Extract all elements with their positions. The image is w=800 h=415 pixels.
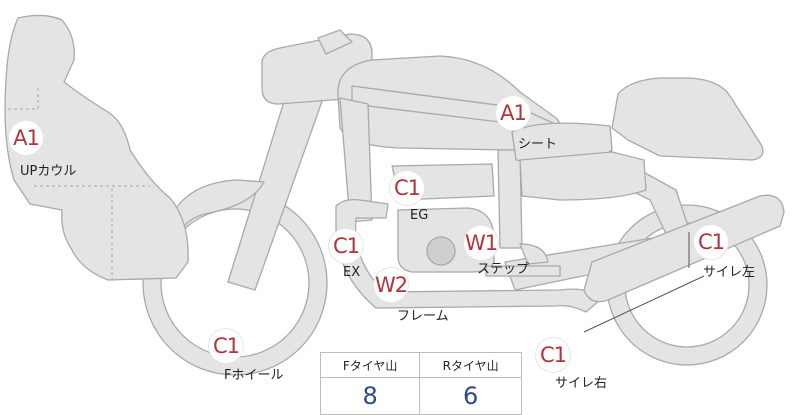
frame-down xyxy=(339,97,373,223)
label-front-wheel: Fホイール xyxy=(224,368,284,383)
label-seat: シート xyxy=(518,137,558,152)
footpeg xyxy=(485,265,561,277)
engine-cover xyxy=(426,236,456,266)
rear-tire-header: Rタイヤ山 xyxy=(419,352,522,378)
grade-badge-muffler-left: C1 xyxy=(694,225,728,259)
step-bracket xyxy=(519,243,549,265)
front-fender xyxy=(169,179,265,233)
label-upcowl: UPカウル xyxy=(20,164,77,179)
rear-side-cover xyxy=(519,151,647,201)
tire-tread-table: Fタイヤ山 Rタイヤ山 8 6 xyxy=(319,352,522,415)
label-engine: EG xyxy=(410,208,429,223)
grade-badge-frame: W2 xyxy=(374,268,408,302)
rear-tire-value: 6 xyxy=(419,377,522,415)
exhaust-pipe xyxy=(335,198,601,313)
front-tire-header: Fタイヤ山 xyxy=(319,352,421,378)
grade-badge-exhaust: C1 xyxy=(329,229,363,263)
muffler xyxy=(583,194,785,303)
grade-badge-step: W1 xyxy=(464,226,498,260)
front-tire-value: 8 xyxy=(319,377,421,415)
grade-badge-upcowl: A1 xyxy=(9,121,43,155)
frame-middle xyxy=(497,149,523,249)
handlebar xyxy=(317,29,353,55)
label-frame: フレーム xyxy=(397,309,449,324)
label-step: ステップ xyxy=(477,262,530,277)
label-exhaust: EX xyxy=(343,265,361,280)
grade-badge-engine: C1 xyxy=(390,171,424,205)
upper-cowl xyxy=(4,14,189,281)
grade-badge-seat: A1 xyxy=(496,96,530,130)
grade-badge-muffler-right: C1 xyxy=(536,338,570,372)
grade-badge-front-wheel: C1 xyxy=(209,329,243,363)
cowl-guide-top xyxy=(8,86,39,110)
label-muffler-right: サイレ右 xyxy=(555,376,608,391)
label-muffler-left: サイレ左 xyxy=(703,265,756,280)
tail-cowl xyxy=(611,77,764,161)
leader-muffler-right xyxy=(583,275,705,333)
